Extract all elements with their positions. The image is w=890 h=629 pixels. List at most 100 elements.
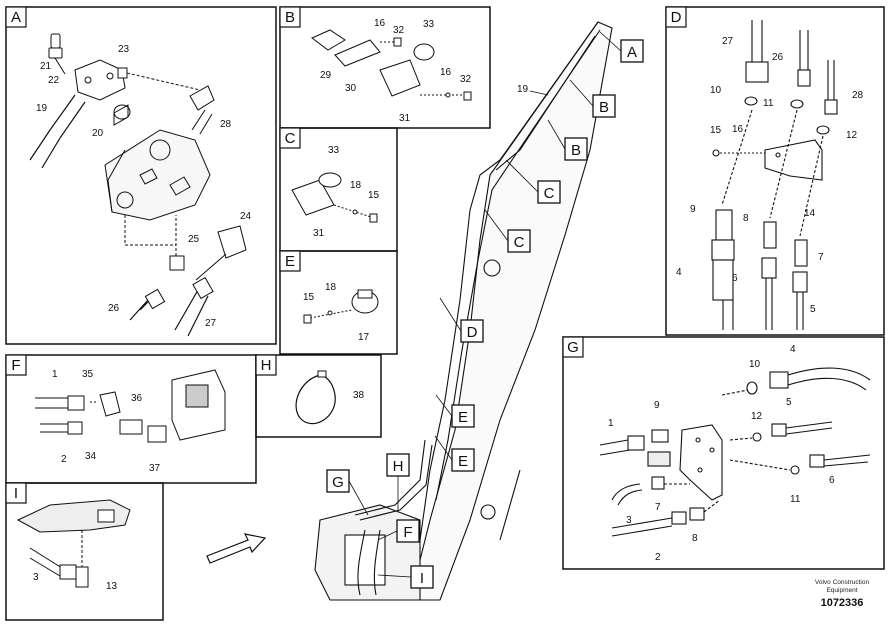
label-f-36: 36	[131, 393, 143, 404]
panel-g-letter: G	[567, 339, 579, 356]
label-b-33: 33	[423, 19, 435, 30]
callout-a: A	[599, 31, 644, 63]
panel-g-frame	[562, 336, 885, 570]
label-b-30: 30	[345, 83, 357, 94]
panel-g: G 10 4	[562, 336, 885, 570]
label-d-8: 8	[743, 213, 749, 224]
label-i-3: 3	[33, 572, 39, 583]
callout-c-1-text: C	[544, 185, 555, 202]
label-i-13: 13	[106, 581, 118, 592]
label-c-15: 15	[368, 190, 380, 201]
callout-b-1-text: B	[599, 99, 609, 116]
label-a-19: 19	[36, 103, 48, 114]
footer-company: Volvo Construction	[814, 579, 870, 586]
label-g-8: 8	[692, 533, 698, 544]
label-d-5: 5	[810, 304, 816, 315]
label-d-6: 6	[732, 273, 738, 284]
cap-drawing	[48, 33, 66, 75]
label-b-29: 29	[320, 70, 332, 81]
label-h-38: 38	[353, 390, 365, 401]
callout-h: H	[386, 453, 410, 510]
label-c-33: 33	[328, 145, 340, 156]
label-d-27: 27	[722, 36, 734, 47]
label-c-31: 31	[313, 228, 325, 239]
callout-g-text: G	[332, 474, 344, 491]
label-b-32b: 32	[460, 74, 472, 85]
callout-d: D	[439, 297, 484, 343]
label-d-10: 10	[710, 85, 722, 96]
label-a-27: 27	[205, 318, 217, 329]
label-f-2: 2	[61, 454, 67, 465]
callout-b-1: B	[569, 79, 616, 118]
footer-company-2: Equipment	[826, 587, 858, 594]
label-c-18: 18	[350, 180, 362, 191]
callout-e-2: E	[434, 435, 475, 472]
label-d-7: 7	[818, 252, 824, 263]
panel-c-letter: C	[285, 130, 296, 147]
label-d-26: 26	[772, 52, 784, 63]
label-b-32a: 32	[393, 25, 405, 36]
panel-h: H 38	[255, 354, 382, 438]
panel-a-letter-box	[5, 6, 27, 28]
panel-d: D 27	[665, 6, 885, 336]
label-e-15: 15	[303, 292, 315, 303]
label-a-20: 20	[92, 128, 104, 139]
panel-i-frame	[5, 482, 164, 621]
label-g-5: 5	[786, 397, 792, 408]
callout-i-text: I	[420, 570, 424, 587]
label-a-28: 28	[220, 119, 232, 130]
label-f-1: 1	[52, 369, 58, 380]
panel-d-letter: D	[671, 9, 682, 26]
callout-b-2: B	[547, 119, 588, 161]
panel-e-letter: E	[285, 253, 295, 270]
panel-a-frame	[5, 6, 277, 345]
panel-e: E 15 18 17	[279, 250, 398, 355]
panel-i-letter: I	[14, 485, 18, 502]
label-g-3: 3	[626, 515, 632, 526]
label-g-11: 11	[790, 494, 801, 505]
callout-h-text: H	[393, 458, 404, 475]
label-e-17: 17	[358, 332, 370, 343]
callout-c-1: C	[505, 159, 561, 204]
label-b-31: 31	[399, 113, 411, 124]
label-g-10: 10	[749, 359, 761, 370]
label-d-15: 15	[710, 125, 722, 136]
callout-c-2: C	[484, 209, 531, 253]
label-g-2: 2	[655, 552, 661, 563]
label-e-18: 18	[325, 282, 337, 293]
callout-e-1: E	[435, 394, 475, 428]
callout-e-1-text: E	[458, 409, 468, 426]
panel-a-letter: A	[11, 9, 21, 26]
panel-b: B 16 32 33 29 30 31 16 32	[279, 6, 491, 129]
panel-b-letter: B	[285, 9, 295, 26]
label-a-23: 23	[118, 44, 130, 55]
panel-h-letter: H	[261, 357, 272, 374]
label-a-26: 26	[108, 303, 120, 314]
label-d-16: 16	[732, 124, 744, 135]
drawing-number: 1072336	[820, 597, 864, 609]
label-g-12: 12	[751, 411, 763, 422]
label-d-14: 14	[804, 208, 816, 219]
callout-f: F	[377, 519, 420, 543]
callout-b-2-text: B	[571, 142, 581, 159]
label-a-24: 24	[240, 211, 252, 222]
label-d-11: 11	[763, 98, 774, 109]
pump-drawing	[104, 104, 211, 221]
flange-drawing	[74, 59, 131, 120]
direction-arrow	[206, 533, 267, 564]
callout-f-text: F	[403, 524, 412, 541]
label-f-35: 35	[82, 369, 94, 380]
panel-a: A	[5, 6, 277, 345]
panel-i: I 3 13	[5, 482, 164, 621]
label-g-9: 9	[654, 400, 660, 411]
panel-e-frame	[279, 250, 398, 355]
label-f-34: 34	[85, 451, 97, 462]
callout-g: G	[326, 469, 369, 516]
panel-f-frame	[5, 354, 257, 484]
panel-f-letter: F	[11, 357, 20, 374]
label-a-22: 22	[48, 75, 60, 86]
label-d-12: 12	[846, 130, 858, 141]
label-b-16a: 16	[374, 18, 386, 29]
panel-f: F 1 35 36 2 34 37	[5, 354, 257, 484]
